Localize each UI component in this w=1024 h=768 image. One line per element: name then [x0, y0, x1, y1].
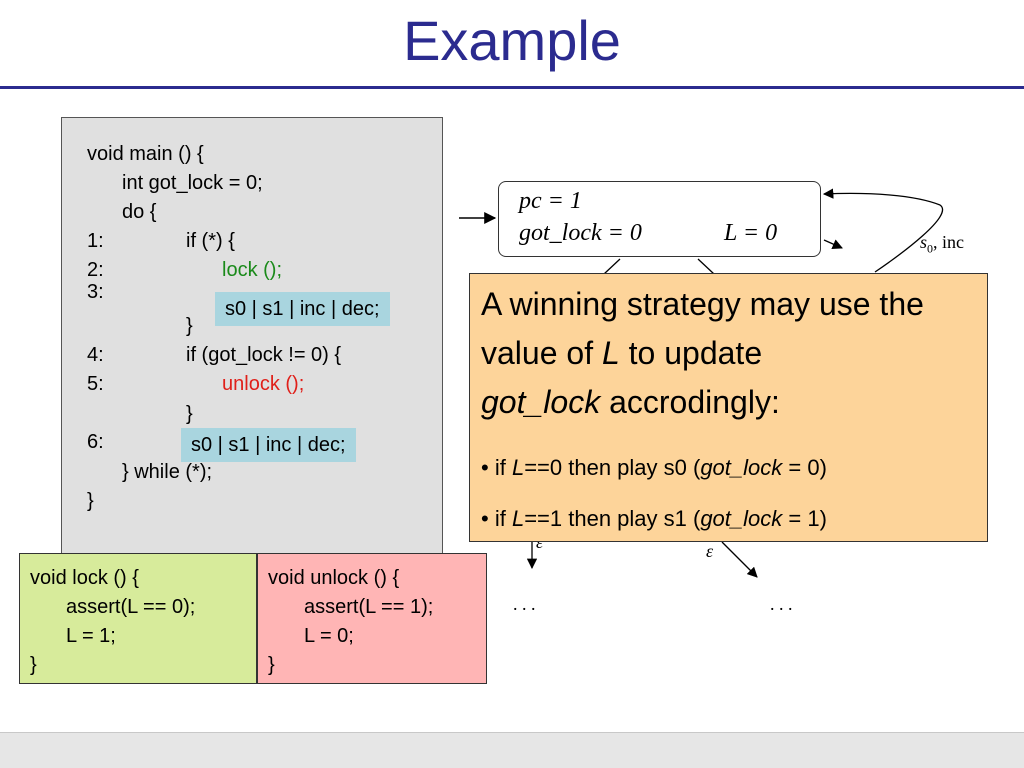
unlock-code-line: }	[268, 654, 275, 676]
code-line: }	[186, 403, 193, 425]
edge-to-child-left	[603, 258, 621, 275]
line-number: 4:	[87, 344, 104, 366]
line-number: 5:	[87, 373, 104, 395]
slide-title: Example	[403, 9, 621, 72]
ellipsis-left: . . .	[513, 594, 536, 614]
code-line: }	[87, 490, 94, 512]
strategy-note-box: A winning strategy may use the value of …	[469, 273, 988, 542]
ellipsis-right: . . .	[770, 594, 793, 614]
code-line: void main () {	[87, 143, 204, 165]
unlock-function-box: void unlock () { assert(L == 1); L = 0; …	[257, 553, 487, 684]
line-number: 6:	[87, 431, 104, 453]
code-line: do {	[122, 201, 157, 223]
lock-code-line: }	[30, 654, 37, 676]
code-line: if (got_lock != 0) {	[186, 344, 342, 366]
main-code-box: void main () { int got_lock = 0; do { 1: if …	[61, 117, 443, 555]
choice-label-line3: s0 | s1 | inc | dec;	[215, 292, 390, 326]
unlock-code-line: L = 0;	[304, 625, 354, 647]
self-loop-edge	[822, 188, 944, 273]
footer-bar	[0, 732, 1024, 768]
code-line: } while (*);	[122, 461, 213, 483]
lock-function-box: void lock () { assert(L == 0); L = 1; }	[19, 553, 257, 684]
code-line: }	[186, 315, 193, 337]
lock-code-line: assert(L == 0);	[66, 596, 196, 618]
line-number: 3:	[87, 281, 104, 303]
state-L: L = 0	[724, 220, 778, 246]
edge-right-to-loop	[823, 239, 843, 249]
line-number: 2:	[87, 259, 104, 281]
title-divider	[0, 86, 1024, 89]
code-line: if (*) {	[186, 230, 235, 252]
self-loop-label: s0, inc	[920, 232, 965, 256]
unlock-code-line: void unlock () {	[268, 567, 400, 589]
code-line: unlock ();	[222, 373, 305, 395]
code-line: lock ();	[222, 259, 282, 281]
code-line: int got_lock = 0;	[122, 172, 263, 194]
note-bullet-L0: • if L==0 then play s0 (got_lock = 0)	[481, 455, 827, 480]
edge-to-child-right	[697, 258, 715, 275]
game-state-node: pc = 1 got_lock = 0 L = 0	[498, 181, 821, 257]
note-bullet-L1: • if L==1 then play s1 (got_lock = 1)	[481, 506, 827, 531]
note-heading: A winning strategy may use the value of …	[481, 286, 924, 420]
state-pc: pc = 1	[519, 188, 582, 214]
epsilon-edge-right	[721, 541, 758, 578]
epsilon-label-left: ε	[536, 532, 544, 552]
unlock-code-line: assert(L == 1);	[304, 596, 434, 618]
choice-label-line6: s0 | s1 | inc | dec;	[181, 428, 356, 462]
lock-code-line: L = 1;	[66, 625, 116, 647]
state-got-lock: got_lock = 0	[519, 220, 642, 246]
line-number: 1:	[87, 230, 104, 252]
lock-code-line: void lock () {	[30, 567, 139, 589]
epsilon-label-right: ε	[706, 541, 714, 561]
